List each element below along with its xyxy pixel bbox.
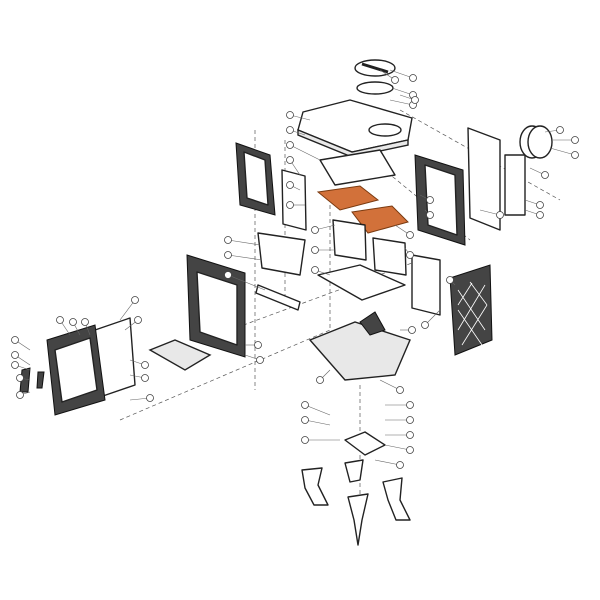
callout-bubble — [406, 401, 414, 409]
callout-bubble — [421, 321, 429, 329]
callout-bubble — [536, 201, 544, 209]
callout-bubble — [11, 351, 19, 359]
rear-flue-outlet — [519, 125, 553, 159]
right-side-panel-inner — [424, 164, 458, 236]
callout-bubble — [286, 181, 294, 189]
callout-bubble — [406, 446, 414, 454]
callout-bubble — [496, 211, 504, 219]
callout-bubble — [406, 231, 414, 239]
callout-bubble — [131, 296, 139, 304]
highlighted-firebrick-left — [316, 185, 380, 211]
callout-bubble — [301, 416, 309, 424]
front-throat-plate — [257, 232, 306, 276]
callout-bubble — [571, 136, 579, 144]
callout-bubble — [446, 276, 454, 284]
callout-bubble — [536, 211, 544, 219]
callout-bubble — [224, 271, 232, 279]
base-spigot — [359, 311, 386, 336]
callout-bubble — [301, 401, 309, 409]
callout-bubble — [411, 96, 419, 104]
callout-leader-line — [389, 99, 414, 106]
callout-bubble — [146, 394, 154, 402]
callout-bubble — [391, 76, 399, 84]
side-door — [449, 264, 493, 356]
rear-fire-brick-left — [332, 219, 367, 261]
callout-leader-line — [227, 239, 261, 246]
callout-leader-line — [304, 419, 331, 426]
callout-bubble — [224, 236, 232, 244]
front-frame-opening — [196, 271, 238, 346]
callout-bubble — [556, 126, 564, 134]
callout-bubble — [301, 436, 309, 444]
callout-bubble — [81, 318, 89, 326]
callout-bubble — [311, 246, 319, 254]
grate — [317, 264, 406, 301]
callout-bubble — [406, 431, 414, 439]
callout-bubble — [11, 361, 19, 369]
callout-leader-line — [289, 144, 321, 161]
callout-bubble — [571, 151, 579, 159]
airwash-bar — [255, 284, 301, 311]
callout-bubble — [56, 316, 64, 324]
callout-leader-line — [374, 459, 401, 466]
callout-leader-line — [549, 147, 576, 156]
baffle-plate — [319, 149, 396, 186]
callout-bubble — [16, 374, 24, 382]
ash-pan — [148, 339, 212, 371]
callout-bubble — [286, 201, 294, 209]
callout-bubble — [396, 386, 404, 394]
callout-bubble — [316, 376, 324, 384]
rear-gasket — [504, 154, 526, 216]
callout-bubble — [406, 251, 414, 259]
side-door-lattice — [457, 281, 488, 346]
callout-bubble — [286, 126, 294, 134]
callout-bubble — [16, 391, 24, 399]
callout-leader-line — [384, 444, 411, 451]
flue-collar — [354, 59, 396, 95]
left-side-panel-window — [243, 151, 269, 206]
callout-bubble — [256, 356, 264, 364]
rear-fire-brick-right — [372, 237, 407, 276]
callout-bubble — [11, 336, 19, 344]
callout-bubble — [311, 226, 319, 234]
callout-bubble — [409, 74, 417, 82]
callout-bubble — [141, 361, 149, 369]
callout-bubble — [406, 416, 414, 424]
callout-bubble — [426, 211, 434, 219]
left-fire-brick — [281, 169, 307, 231]
bottom-air-control — [344, 431, 386, 456]
callout-leader-line — [227, 254, 263, 261]
callout-bubble — [286, 156, 294, 164]
callout-leader-line — [304, 404, 331, 416]
top-flue-hole — [368, 123, 402, 137]
rear-panel — [467, 127, 501, 231]
front-door-glass-area — [54, 337, 98, 403]
callout-bubble — [541, 171, 549, 179]
base-plate — [308, 321, 411, 381]
part-callouts — [11, 69, 579, 469]
callout-bubble — [311, 266, 319, 274]
callout-leader-line — [227, 274, 266, 291]
legs — [301, 459, 411, 546]
callout-bubble — [396, 461, 404, 469]
right-fire-brick — [411, 254, 441, 316]
callout-bubble — [286, 111, 294, 119]
callout-bubble — [69, 318, 77, 326]
door-handle — [19, 367, 45, 393]
callout-bubble — [141, 374, 149, 382]
callout-bubble — [134, 316, 142, 324]
callout-bubble — [286, 141, 294, 149]
callout-bubble — [408, 326, 416, 334]
callout-bubble — [426, 196, 434, 204]
callout-bubble — [254, 341, 262, 349]
callout-bubble — [224, 251, 232, 259]
callout-leader-line — [389, 69, 414, 79]
callout-leader-line — [119, 299, 136, 321]
